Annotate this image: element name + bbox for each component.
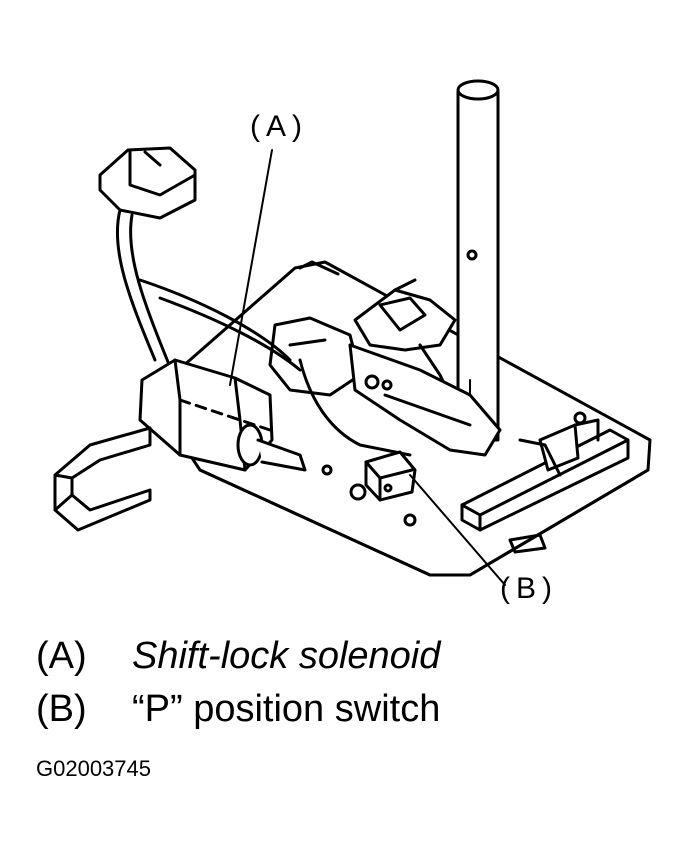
legend-key: (A) xyxy=(36,635,87,677)
guide-plate xyxy=(268,316,502,457)
figure-code: G02003745 xyxy=(36,756,151,781)
legend-item-b: (B) “P” position switch xyxy=(36,687,440,731)
shift-lock-assembly-illustration xyxy=(53,79,652,586)
shift-lever-post xyxy=(456,79,500,442)
legend-item-a: (A) Shift-lock solenoid xyxy=(36,634,440,678)
p-position-switch xyxy=(364,450,417,502)
solenoid-body xyxy=(138,358,307,472)
solenoid-bracket xyxy=(53,426,152,532)
leader-line-b xyxy=(409,474,506,586)
legend-description: Shift-lock solenoid xyxy=(132,635,441,677)
callout-label-b: (B) xyxy=(500,572,558,605)
wire-harness xyxy=(98,146,412,457)
right-rail xyxy=(460,418,630,532)
callout-label-a: (A) xyxy=(250,110,308,143)
leader-line-a xyxy=(229,149,273,386)
legend-description: “P” position switch xyxy=(132,688,441,730)
leader-lines xyxy=(229,149,506,586)
legend-key: (B) xyxy=(36,688,87,730)
